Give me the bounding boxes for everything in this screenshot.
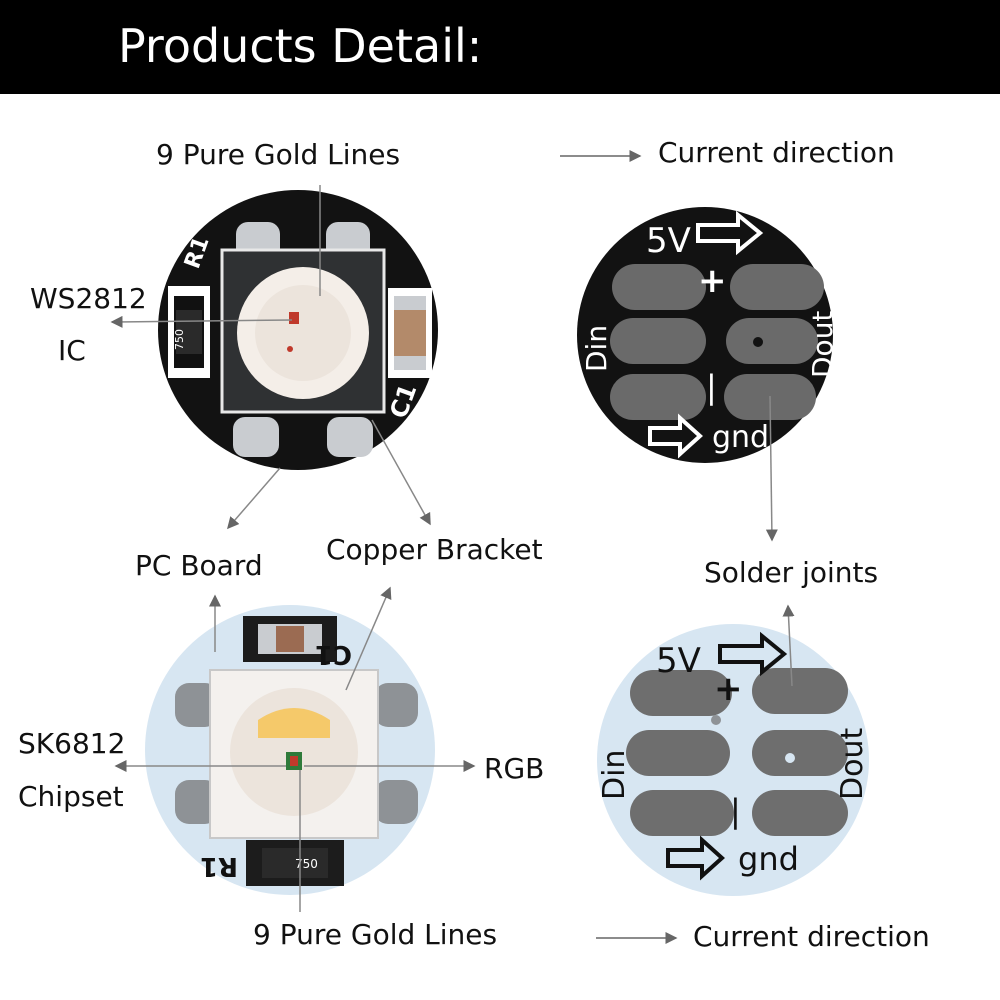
gold-lines-bottom-label: 9 Pure Gold Lines xyxy=(253,918,498,951)
back-white-board xyxy=(597,624,869,896)
ws2812-leader xyxy=(110,315,293,328)
minus-label-black: | xyxy=(706,368,717,406)
ic-label: IC xyxy=(58,334,86,367)
page-title: Products Detail: xyxy=(118,19,483,73)
v5-label-black: 5V xyxy=(646,221,691,261)
v5-label-white: 5V xyxy=(656,641,701,681)
gold-lines-top-label: 9 Pure Gold Lines xyxy=(156,138,401,171)
current-direction-bottom-label: Current direction xyxy=(693,920,930,953)
back-black-board xyxy=(577,207,833,463)
solder-joints-label: Solder joints xyxy=(704,556,879,589)
copper-bracket-leader-up xyxy=(345,586,392,691)
din-label-black: Din xyxy=(580,325,613,372)
din-label-white: Din xyxy=(597,750,632,800)
copper-bracket-leader xyxy=(371,419,431,526)
gnd-label-white: gnd xyxy=(738,840,799,878)
solder-joints-leader-up xyxy=(782,604,795,687)
minus-label-white: | xyxy=(730,792,741,830)
copper-bracket-label: Copper Bracket xyxy=(326,533,543,566)
sk6812-label: SK6812 xyxy=(18,727,126,760)
gnd-label-black: gnd xyxy=(712,420,769,455)
rgb-label: RGB xyxy=(484,752,545,785)
solder-joints-leader-down xyxy=(765,395,778,542)
resistor-code: 750 xyxy=(173,329,186,350)
dout-label-black: Dout xyxy=(806,311,839,378)
resistor-code-white: 750 xyxy=(295,857,318,871)
r1-silk-label-white: R1 xyxy=(200,851,238,881)
pc-board-label: PC Board xyxy=(135,549,263,582)
dout-label-white: Dout xyxy=(835,728,870,800)
c1-silk-label-white: C1 xyxy=(315,639,352,669)
pc-board-leader xyxy=(227,467,281,530)
ws2812-label: WS2812 xyxy=(30,282,147,315)
plus-label-white: + xyxy=(714,669,743,709)
ws2812-front-board xyxy=(158,190,438,470)
plus-label-black: + xyxy=(698,261,727,301)
chipset-label: Chipset xyxy=(18,780,124,813)
sk6812-front-board xyxy=(145,605,435,895)
current-direction-top-label: Current direction xyxy=(658,136,895,169)
header-bar: Products Detail: xyxy=(0,0,1000,94)
